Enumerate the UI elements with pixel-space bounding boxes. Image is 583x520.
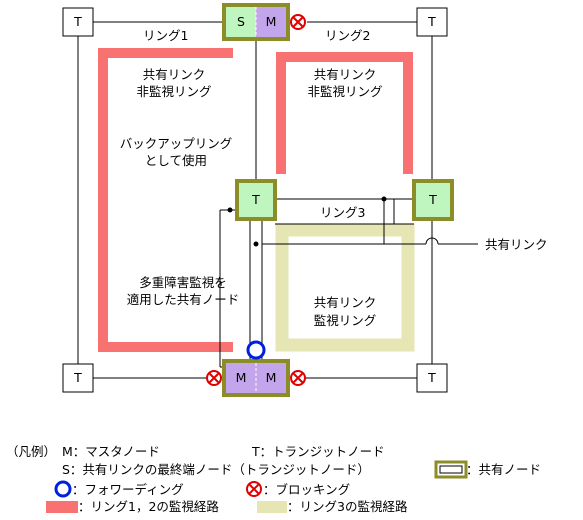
legend-transit: T：トランジットノード	[251, 444, 385, 459]
legend-shared-end: S：共有リンクの最終端ノード（トランジットノード）	[62, 462, 370, 477]
master-node-label: M	[266, 370, 277, 385]
ring1-label: リング1	[143, 28, 188, 43]
ring1-monitoring-path	[98, 48, 233, 352]
right-nonmonitor-label: 共有リンク	[314, 67, 377, 82]
ring-lines	[77, 21, 478, 379]
legend-ring12-path: ：リング1，2の監視経路	[78, 499, 219, 514]
legend-ring3-path: ：リング3の監視経路	[287, 499, 408, 514]
ring12-path-legend-swatch	[46, 501, 78, 513]
svg-text:T: T	[427, 370, 436, 385]
ring2-monitoring-path	[276, 52, 413, 174]
ring2-label: リング2	[325, 28, 370, 43]
transit-node: T	[62, 363, 94, 393]
shared-node-bottom: M M	[222, 359, 290, 397]
monitor-ring-label: 共有リンク	[314, 295, 377, 310]
ring3-path-legend-swatch	[257, 501, 287, 513]
ring3-monitoring-path	[275, 223, 415, 352]
blocking-icon	[290, 14, 306, 30]
legend-shared-node: ：共有ノード	[466, 462, 541, 477]
svg-text:T: T	[73, 14, 82, 29]
left-nonmonitor-label: 共有リンク	[143, 67, 206, 82]
multi-fault-label: 適用した共有ノード	[127, 292, 240, 307]
shared-link-label: 共有リンク	[485, 237, 548, 252]
backup-ring-label: バックアップリング	[120, 136, 233, 151]
transit-node: T	[62, 7, 94, 37]
shared-transit-node-right: T	[412, 179, 454, 221]
blocking-icon	[206, 370, 222, 386]
forwarding-icon	[246, 340, 266, 360]
legend-title: （凡例）	[6, 444, 56, 459]
legend: （凡例） M：マスタノード T：トランジットノード S：共有リンクの最終端ノード…	[6, 444, 541, 514]
blocking-icon	[290, 370, 306, 386]
legend-forwarding: ：フォワーディング	[72, 482, 184, 497]
master-node-label: M	[236, 370, 247, 385]
shared-transit-node-left: T	[235, 179, 277, 221]
forwarding-legend-icon	[54, 480, 72, 498]
svg-text:T: T	[427, 14, 436, 29]
left-nonmonitor-label: 非監視リング	[136, 84, 211, 99]
monitor-ring-label: 監視リング	[314, 313, 377, 328]
svg-text:T: T	[251, 192, 260, 207]
transit-node: T	[416, 7, 448, 37]
shared-end-node-label: S	[237, 14, 245, 29]
legend-blocking: ：ブロッキング	[263, 482, 350, 497]
svg-text:T: T	[428, 192, 437, 207]
blocking-legend-icon	[246, 481, 262, 497]
backup-ring-label: として使用	[145, 153, 207, 168]
master-node-label: M	[266, 14, 277, 29]
shared-node-top: S M	[222, 3, 290, 41]
right-nonmonitor-label: 非監視リング	[307, 84, 382, 99]
legend-master: M：マスタノード	[62, 444, 160, 459]
multi-fault-label: 多重障害監視を	[139, 275, 227, 290]
transit-node: T	[416, 363, 448, 393]
ring12-monitoring-path	[98, 48, 413, 352]
svg-text:T: T	[73, 370, 82, 385]
ring3-label: リング3	[320, 205, 365, 220]
shared-node-legend-icon	[434, 460, 468, 479]
